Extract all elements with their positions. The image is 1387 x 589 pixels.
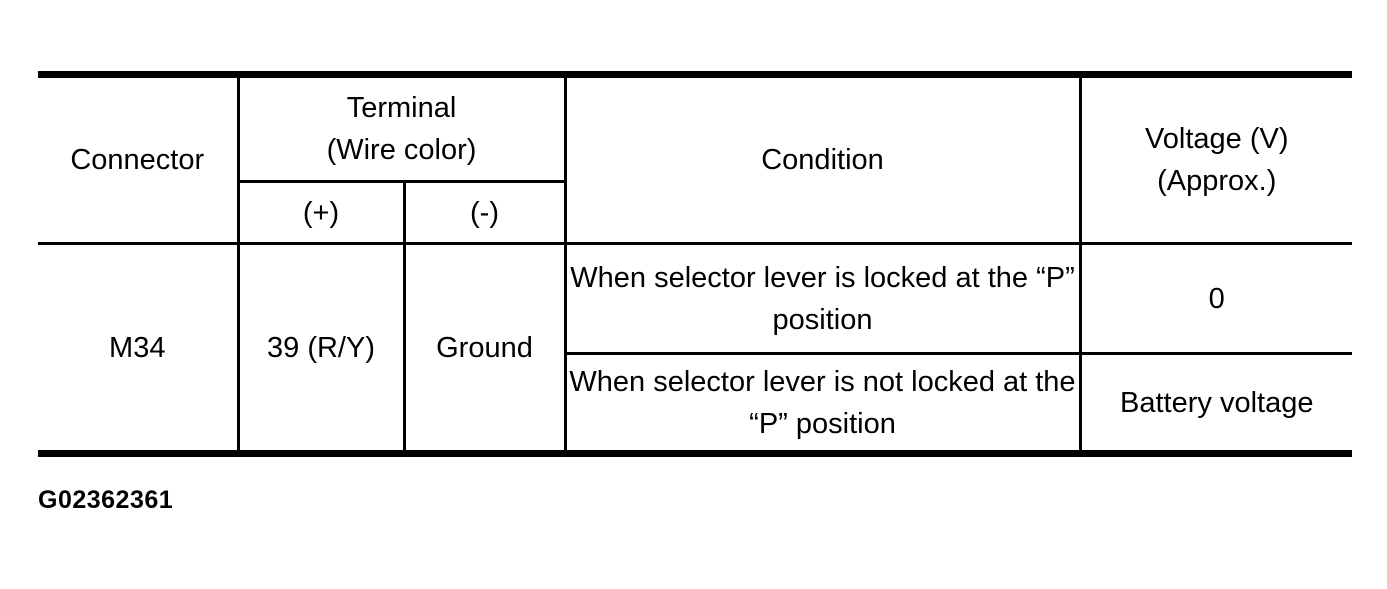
- header-condition: Condition: [563, 73, 1082, 245]
- header-row-2: (+) (-): [38, 180, 1352, 245]
- table-row: When selector lever is not locked at the…: [38, 352, 1354, 455]
- header-terminal-line1: Terminal: [346, 92, 457, 124]
- header-voltage-line2: (Approx.): [1157, 165, 1277, 197]
- header-row-1: Connector Terminal (Wire color) Conditio…: [36, 73, 1354, 245]
- cell-connector-value: M34: [36, 242, 240, 455]
- header-terminal: Terminal (Wire color): [236, 73, 567, 183]
- header-voltage: Voltage (V) (Approx.): [1078, 73, 1354, 245]
- figure-id: G02362361: [38, 486, 174, 514]
- header-terminal-plus: (+): [236, 180, 406, 245]
- header-terminal-line2: (Wire color): [326, 134, 477, 166]
- table-row: M34 39 (R/Y) Ground When selector lever …: [36, 242, 1354, 455]
- cell-voltage-1: 0: [1078, 242, 1354, 355]
- cell-condition-2: When selector lever is not locked at the…: [563, 352, 1082, 455]
- voltage-spec-table-wrap: Connector Terminal (Wire color) Conditio…: [36, 71, 1354, 457]
- header-terminal-minus: (-): [402, 180, 567, 245]
- cell-terminal-plus: 39 (R/Y): [236, 242, 406, 455]
- cell-terminal-minus: Ground: [402, 242, 567, 455]
- header-connector: Connector: [36, 73, 240, 245]
- header-voltage-line1: Voltage (V): [1145, 123, 1289, 155]
- cell-voltage-2: Battery voltage: [1078, 352, 1354, 455]
- voltage-spec-table: Connector Terminal (Wire color) Conditio…: [36, 71, 1354, 457]
- cell-condition-1: When selector lever is locked at the “P”…: [563, 242, 1082, 355]
